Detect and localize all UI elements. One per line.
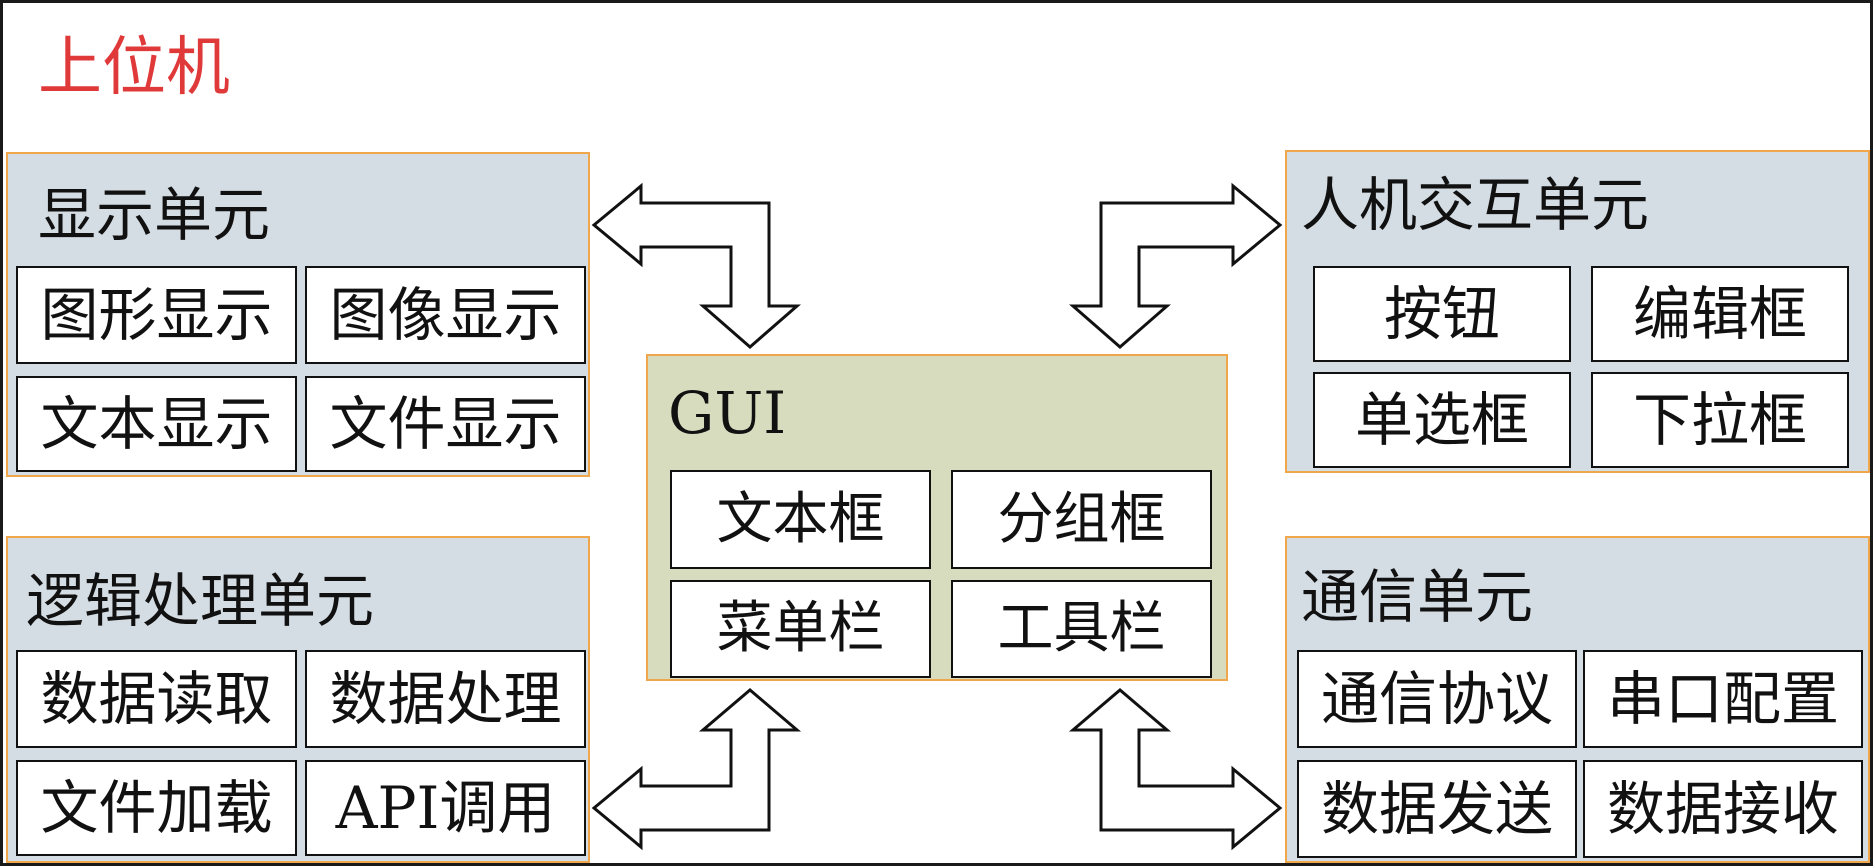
logic-cell-data-process: 数据处理 xyxy=(305,650,586,748)
display-cell-text: 文本显示 xyxy=(16,376,297,472)
hci-cell-editbox: 编辑框 xyxy=(1591,266,1849,362)
display-unit-title: 显示单元 xyxy=(38,181,271,249)
gui-cell-groupbox: 分组框 xyxy=(951,470,1212,569)
gui-cell-toolbar: 工具栏 xyxy=(951,580,1212,678)
gui-unit: GUI 文本框 分组框 菜单栏 工具栏 xyxy=(646,354,1228,681)
gui-unit-title: GUI xyxy=(668,379,787,447)
hci-cell-button: 按钮 xyxy=(1313,266,1571,362)
display-cell-graphics: 图形显示 xyxy=(16,266,297,364)
hci-cell-dropdown: 下拉框 xyxy=(1591,372,1849,468)
logic-cell-api-call: API调用 xyxy=(305,760,586,856)
comm-unit-title: 通信单元 xyxy=(1301,563,1534,631)
comm-cell-serial-config: 串口配置 xyxy=(1583,650,1863,748)
hci-unit-title: 人机交互单元 xyxy=(1301,171,1650,239)
logic-cell-file-load: 文件加载 xyxy=(16,760,297,856)
double-elbow-arrow-logic-gui xyxy=(591,688,802,851)
logic-unit: 逻辑处理单元 数据读取 数据处理 文件加载 API调用 xyxy=(6,536,590,863)
comm-unit: 通信单元 通信协议 串口配置 数据发送 数据接收 xyxy=(1285,536,1870,863)
comm-cell-data-receive: 数据接收 xyxy=(1583,760,1863,858)
gui-cell-textbox: 文本框 xyxy=(670,470,931,569)
double-elbow-arrow-hci-gui xyxy=(1068,182,1283,349)
hci-unit: 人机交互单元 按钮 编辑框 单选框 下拉框 xyxy=(1285,150,1870,473)
logic-unit-title: 逻辑处理单元 xyxy=(26,567,375,635)
double-elbow-arrow-display-gui xyxy=(591,182,802,349)
double-elbow-arrow-comm-gui xyxy=(1068,688,1283,851)
display-cell-image: 图像显示 xyxy=(305,266,586,364)
diagram-title: 上位机 xyxy=(38,31,230,105)
display-cell-file: 文件显示 xyxy=(305,376,586,472)
hci-cell-radio: 单选框 xyxy=(1313,372,1571,468)
logic-cell-data-read: 数据读取 xyxy=(16,650,297,748)
gui-cell-menubar: 菜单栏 xyxy=(670,580,931,678)
comm-cell-protocol: 通信协议 xyxy=(1297,650,1577,748)
display-unit: 显示单元 图形显示 图像显示 文本显示 文件显示 xyxy=(6,152,590,477)
comm-cell-data-send: 数据发送 xyxy=(1297,760,1577,858)
